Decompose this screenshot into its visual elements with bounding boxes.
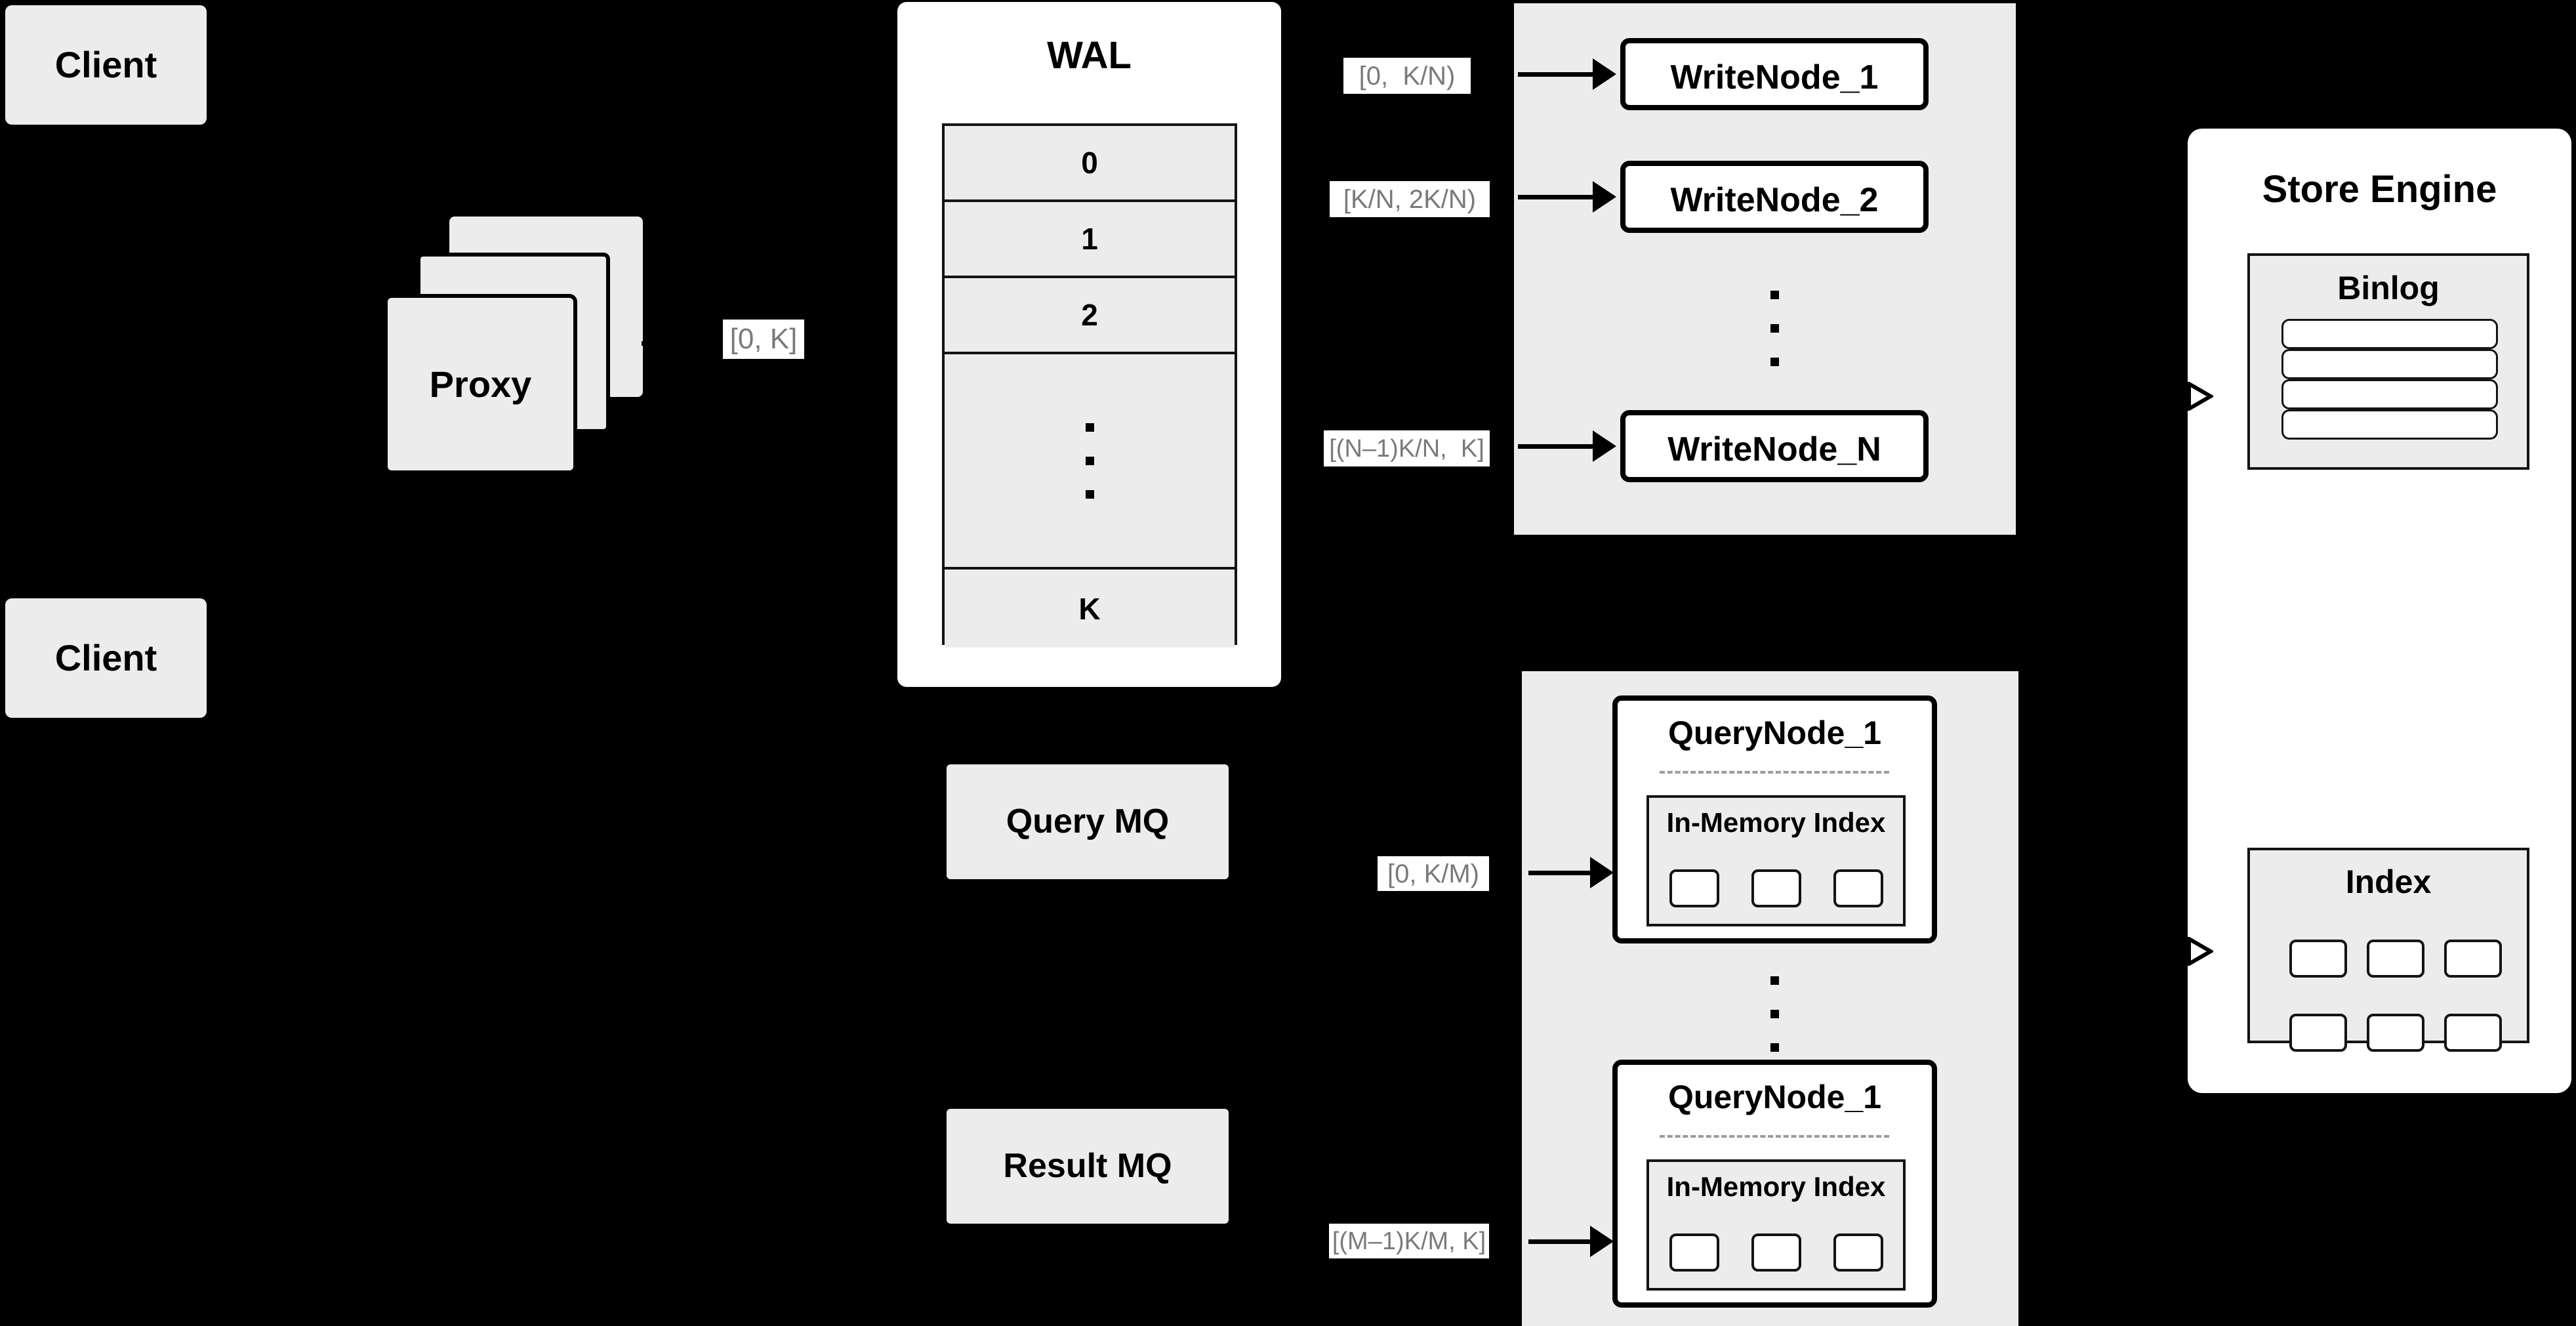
query-node-1-label: QueryNode_1 (1667, 715, 1882, 751)
arrow-line-binlog (2160, 394, 2190, 398)
edge-label-querynode-1: [0, K/M) (1378, 856, 1489, 891)
write-node-2-label: WriteNode_2 (1670, 181, 1879, 219)
client-label-2: Client (54, 637, 157, 679)
index-title: Index (2345, 863, 2432, 900)
query-node-m-separator (1660, 1135, 1889, 1138)
arrow-head-open-index (2187, 937, 2213, 966)
write-node-2[interactable] (1620, 161, 1929, 233)
edge-label-writenode-2: [K/N, 2K/N) (1330, 181, 1490, 217)
binlog-row-2[interactable] (2281, 349, 2498, 379)
binlog-row-4[interactable] (2281, 409, 2498, 440)
binlog-title: Binlog (2337, 270, 2440, 306)
query-mq-box[interactable]: Query MQ (947, 764, 1229, 879)
edge-label-querynode-m: [(M–1)K/M, K] (1329, 1224, 1489, 1258)
index-chip-2[interactable] (2367, 940, 2424, 978)
query-node-1-chip-3[interactable] (1833, 869, 1883, 907)
query-node-m-label: QueryNode_1 (1667, 1079, 1882, 1115)
wal-entry-2[interactable]: 2 (945, 278, 1235, 354)
edge-label-proxy-to-wal: [0, K] (723, 320, 804, 359)
write-node-1-label: WriteNode_1 (1670, 58, 1879, 96)
proxy-stack[interactable]: Proxy (384, 217, 659, 474)
write-node-1[interactable] (1620, 38, 1929, 110)
query-node-1-chip-1[interactable] (1669, 869, 1719, 907)
wal-entry-k[interactable]: K (945, 570, 1235, 648)
arrow-line-querynode-1 (1528, 871, 1607, 875)
arrow-head-writenode-n (1593, 430, 1616, 462)
arrow-head-writenode-2 (1593, 181, 1616, 213)
wal-entry-list: 0 1 2 K (942, 123, 1237, 648)
index-chip-3[interactable] (2444, 940, 2502, 978)
wal-entry-ellipsis (945, 354, 1235, 570)
proxy-connector-stub (642, 341, 673, 346)
query-mq-label: Query MQ (1006, 802, 1170, 840)
arrow-head-open-binlog (2187, 382, 2213, 411)
query-node-1-chip-2[interactable] (1751, 869, 1801, 907)
arrow-line-writenode-n (1518, 444, 1597, 449)
query-node-ellipsis (1751, 961, 1797, 1066)
query-node-m-chip-1[interactable] (1669, 1233, 1719, 1272)
result-mq-box[interactable]: Result MQ (947, 1109, 1229, 1224)
write-node-n-label: WriteNode_N (1667, 430, 1881, 468)
query-node-1-index-title: In-Memory Index (1666, 807, 1886, 838)
binlog-row-1[interactable] (2281, 319, 2498, 349)
arrow-head-writenode-1 (1593, 58, 1616, 90)
client-box-2[interactable]: Client (5, 598, 207, 718)
client-label-1: Client (54, 44, 157, 86)
query-node-1-separator (1660, 771, 1889, 774)
binlog-row-3[interactable] (2281, 379, 2498, 409)
query-node-m-chip-2[interactable] (1751, 1233, 1801, 1272)
index-chip-4[interactable] (2289, 1014, 2347, 1052)
arrow-line-querynode-m (1528, 1239, 1607, 1244)
arrow-line-index (2160, 949, 2190, 953)
write-node-ellipsis (1751, 276, 1797, 381)
result-mq-label: Result MQ (1003, 1146, 1172, 1185)
edge-label-writenode-n: [(N–1)K/N, K] (1324, 430, 1490, 466)
write-node-n[interactable] (1620, 410, 1929, 482)
arrow-line-writenode-1 (1518, 72, 1597, 77)
index-chip-1[interactable] (2289, 940, 2347, 978)
index-chip-6[interactable] (2444, 1014, 2502, 1052)
wal-entry-1[interactable]: 1 (945, 202, 1235, 278)
proxy-label: Proxy (429, 363, 532, 405)
edge-label-writenode-1: [0, K/N) (1343, 58, 1471, 94)
query-node-m-index-title: In-Memory Index (1666, 1171, 1886, 1202)
wal-entry-0[interactable]: 0 (945, 126, 1235, 202)
arrow-head-querynode-m (1590, 1226, 1614, 1257)
proxy-card-front[interactable]: Proxy (384, 294, 577, 474)
query-node-m-chip-3[interactable] (1833, 1233, 1883, 1272)
arrow-line-writenode-2 (1518, 195, 1597, 199)
client-box-1[interactable]: Client (5, 5, 207, 125)
arrow-head-querynode-1 (1590, 857, 1614, 888)
store-engine-title: Store Engine (2262, 168, 2497, 211)
wal-title: WAL (1047, 34, 1132, 77)
index-chip-5[interactable] (2367, 1014, 2424, 1052)
